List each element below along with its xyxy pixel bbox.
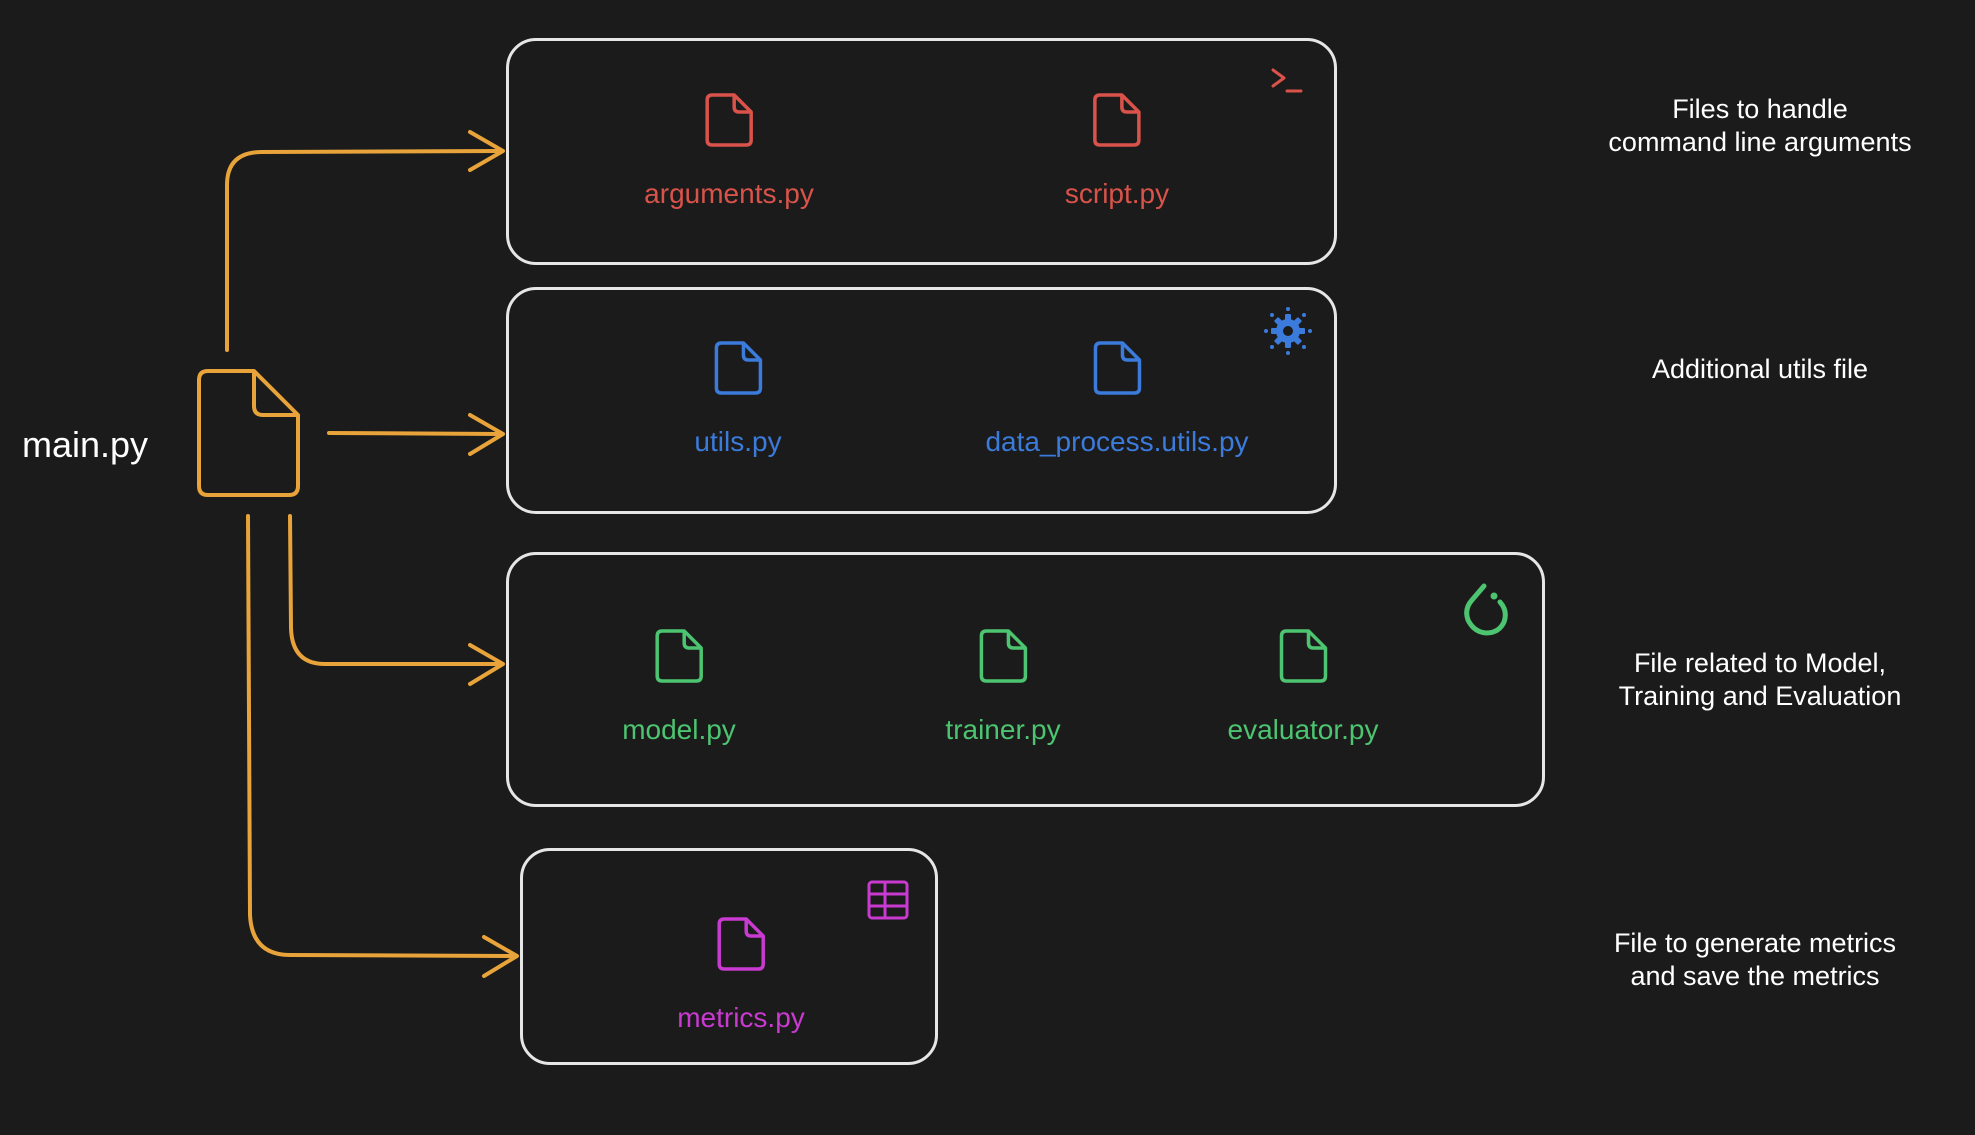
file-evaluator[interactable]: evaluator.py bbox=[1228, 628, 1379, 746]
file-script[interactable]: script.py bbox=[1065, 92, 1169, 210]
main-file-label: main.py bbox=[22, 424, 149, 465]
arrow-to-model bbox=[288, 514, 502, 666]
file-label: evaluator.py bbox=[1227, 714, 1379, 745]
file-model[interactable]: model.py bbox=[622, 628, 736, 746]
file-label: model.py bbox=[622, 714, 736, 745]
description-model: File related to Model, Training and Eval… bbox=[1618, 648, 1902, 711]
file-label: metrics.py bbox=[677, 1002, 805, 1033]
model-files-box bbox=[506, 552, 1545, 807]
file-icon bbox=[713, 340, 763, 396]
arrow-to-utils bbox=[327, 431, 502, 436]
file-icon bbox=[704, 92, 754, 148]
terminal-icon bbox=[1270, 66, 1304, 101]
file-icon bbox=[1092, 340, 1142, 396]
file-icon bbox=[716, 916, 766, 972]
file-label: trainer.py bbox=[945, 714, 1061, 745]
arrow-to-metrics bbox=[246, 514, 516, 958]
file-utils[interactable]: utils.py bbox=[694, 340, 782, 458]
description-utils: Additional utils file bbox=[1651, 354, 1869, 384]
file-data-process-utils[interactable]: data_process.utils.py bbox=[985, 340, 1249, 458]
cli-files-box bbox=[506, 38, 1337, 265]
gear-icon bbox=[1263, 306, 1313, 361]
file-metrics[interactable]: metrics.py bbox=[677, 916, 805, 1034]
file-label: data_process.utils.py bbox=[985, 426, 1249, 457]
file-icon bbox=[1278, 628, 1328, 684]
table-icon bbox=[866, 879, 910, 926]
description-cli: Files to handle command line arguments bbox=[1608, 94, 1912, 157]
file-icon bbox=[654, 628, 704, 684]
file-icon bbox=[1092, 92, 1142, 148]
main-file-icon bbox=[196, 368, 300, 503]
pytorch-icon bbox=[1462, 582, 1510, 643]
file-label: arguments.py bbox=[644, 178, 814, 209]
file-label: utils.py bbox=[694, 426, 782, 457]
file-trainer[interactable]: trainer.py bbox=[945, 628, 1061, 746]
file-arguments[interactable]: arguments.py bbox=[644, 92, 814, 210]
utils-files-box bbox=[506, 287, 1337, 514]
arrow-to-cli bbox=[225, 149, 502, 352]
description-metrics: File to generate metrics and save the me… bbox=[1613, 928, 1897, 991]
file-icon bbox=[978, 628, 1028, 684]
metrics-files-box bbox=[520, 848, 938, 1065]
file-label: script.py bbox=[1064, 178, 1170, 209]
